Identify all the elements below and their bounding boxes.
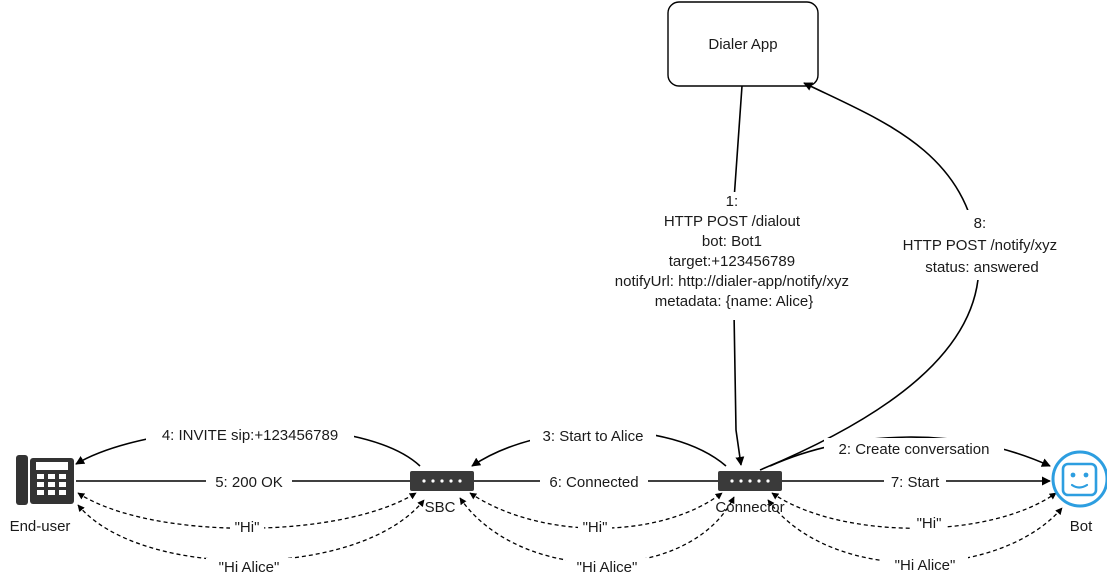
media-hi-label: "Hi" <box>235 519 260 536</box>
bot-icon <box>1051 450 1107 508</box>
media-hi-alice-connector-bot <box>767 499 1063 564</box>
dialer-app-node: Dialer App <box>667 1 819 87</box>
step1-line: metadata: {name: Alice} <box>655 293 813 310</box>
media-hi-alice-enduser-sbc <box>77 499 425 562</box>
step2-label: 2: Create conversation <box>839 441 990 458</box>
connector-node <box>718 471 782 491</box>
media-hi-label: "Hi" <box>583 519 608 536</box>
step8-line: 8: <box>974 215 987 232</box>
connector-label: Connector <box>715 499 784 516</box>
step1-line: target:+123456789 <box>669 253 795 270</box>
step8-line: status: answered <box>925 259 1038 276</box>
step8-label: 8: HTTP POST /notify/xyz status: answere… <box>898 210 1072 280</box>
sbc-node <box>410 471 474 491</box>
step1-line: HTTP POST /dialout <box>664 213 801 230</box>
step5-label: 5: 200 OK <box>215 474 283 491</box>
svg-text:1: HTTP POST /dialout: 1: HTTP POST /dialout bot: Bot1 target:+… <box>615 193 853 310</box>
step6-label: 6: Connected <box>549 474 638 491</box>
step3-label: 3: Start to Alice <box>543 428 644 445</box>
step8-line: HTTP POST /notify/xyz <box>903 237 1057 254</box>
step1-line: bot: Bot1 <box>702 233 762 250</box>
media-hi-alice-label: "Hi Alice" <box>895 557 956 574</box>
phone-icon <box>16 455 74 505</box>
media-hi-alice-label: "Hi Alice" <box>219 559 280 576</box>
dialer-app-label: Dialer App <box>708 36 777 53</box>
end-user-label: End-user <box>10 518 71 535</box>
step1-label: 1: HTTP POST /dialout bot: Bot1 target:+… <box>588 192 872 320</box>
step1-line: 1: <box>726 193 739 210</box>
step1-line: notifyUrl: http://dialer-app/notify/xyz <box>615 273 849 290</box>
bot-label: Bot <box>1070 518 1093 535</box>
step4-label: 4: INVITE sip:+123456789 <box>162 427 338 444</box>
media-hi-alice-label: "Hi Alice" <box>577 559 638 576</box>
media-hi-label: "Hi" <box>917 515 942 532</box>
step7-label: 7: Start <box>891 474 940 491</box>
arrow-create-conversation <box>769 436 1051 467</box>
sbc-label: SBC <box>425 499 456 516</box>
svg-text:8: HTTP POST /notify/xyz: 8: HTTP POST /notify/xyz status: answere… <box>903 215 1062 276</box>
